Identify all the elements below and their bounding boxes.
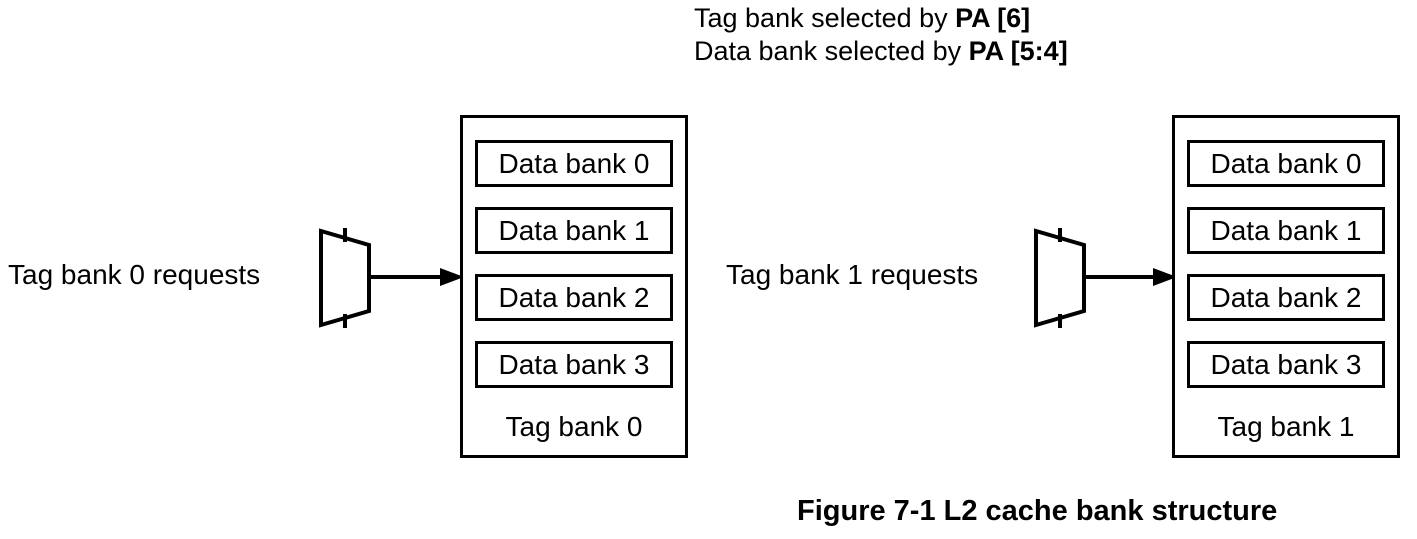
data-bank-label: Data bank 3 [498,348,650,380]
data-bank-list-1: Data bank 0 Data bank 1 Data bank 2 Data… [1187,140,1385,408]
request-label-tag-bank-0: Tag bank 0 requests [8,259,261,290]
selection-note-line-data-bold: PA [5:4] [968,36,1068,66]
data-bank-box: Data bank 3 [475,341,673,388]
request-label-tag-bank-1: Tag bank 1 requests [726,259,979,290]
multiplexer-shape-icon [1034,228,1086,328]
tag-bank-0-label: Tag bank 0 [505,411,643,442]
arrow-tag-bank-1-to-container [1083,268,1177,286]
data-bank-box: Data bank 1 [1187,207,1385,254]
data-bank-label: Data bank 3 [1210,348,1362,380]
tag-bank-0-container: Data bank 0 Data bank 1 Data bank 2 Data… [460,115,688,458]
selection-note-line-tag: Tag bank selected by PA [6] [694,2,1068,35]
selection-note-line-data: Data bank selected by PA [5:4] [694,35,1068,68]
selection-note-line-tag-plain: Tag bank selected by [694,3,956,33]
data-bank-box: Data bank 2 [475,274,673,321]
arrow-icon [368,268,464,286]
data-bank-box: Data bank 0 [475,140,673,187]
data-bank-label: Data bank 0 [1210,147,1362,179]
multiplexer-tag-bank-0 [318,228,380,328]
data-bank-box: Data bank 0 [1187,140,1385,187]
data-bank-box: Data bank 3 [1187,341,1385,388]
data-bank-label: Data bank 0 [498,147,650,179]
figure-caption: Figure 7-1 L2 cache bank structure [797,495,1278,527]
selection-note-line-data-plain: Data bank selected by [694,36,969,66]
multiplexer-tag-bank-1 [1033,228,1095,328]
data-bank-box: Data bank 2 [1187,274,1385,321]
arrow-icon [1083,268,1177,286]
multiplexer-shape-icon [319,228,371,328]
data-bank-label: Data bank 1 [498,214,650,246]
data-bank-label: Data bank 2 [1210,281,1362,313]
data-bank-list-0: Data bank 0 Data bank 1 Data bank 2 Data… [475,140,673,408]
data-bank-label: Data bank 2 [498,281,650,313]
selection-note-line-tag-bold: PA [6] [955,3,1031,33]
tag-bank-1-label: Tag bank 1 [1217,411,1355,442]
data-bank-box: Data bank 1 [475,207,673,254]
selection-note: Tag bank selected by PA [6] Data bank se… [694,2,1068,68]
tag-bank-1-container: Data bank 0 Data bank 1 Data bank 2 Data… [1172,115,1400,458]
arrow-tag-bank-0-to-container [368,268,464,286]
data-bank-label: Data bank 1 [1210,214,1362,246]
